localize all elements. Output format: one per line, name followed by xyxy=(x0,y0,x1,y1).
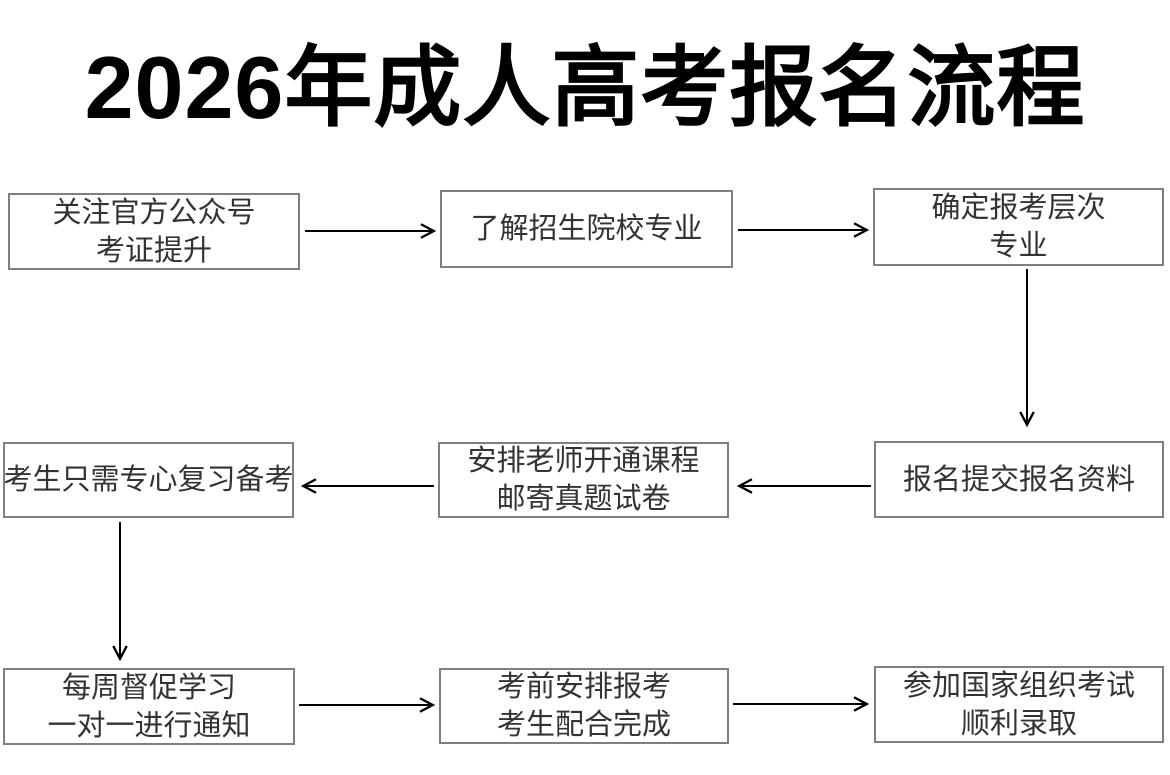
flow-step-label: 关注官方公众号 xyxy=(52,196,256,229)
flow-step-label: 顺利录取 xyxy=(960,707,1077,740)
flow-step-submit-materials: 报名提交报名资料 xyxy=(874,441,1164,518)
flow-step-label: 报名提交报名资料 xyxy=(902,463,1135,496)
flow-step-label: 考前安排报考 xyxy=(496,671,671,703)
flow-step-label: 一对一进行通知 xyxy=(47,709,251,742)
flow-step-label: 考生配合完成 xyxy=(496,709,671,741)
flow-step-label: 安排老师开通课程 xyxy=(467,445,700,477)
flow-step-learn-schools-majors: 了解招生院校专业 xyxy=(440,190,733,268)
flow-step-take-exam-admission: 参加国家组织考试 顺利录取 xyxy=(874,666,1164,743)
flow-step-follow-official-account: 关注官方公众号 考证提升 xyxy=(8,193,300,270)
flow-step-open-course-mail-papers: 安排老师开通课程 邮寄真题试卷 xyxy=(438,442,729,518)
flow-step-focus-on-review: 考生只需专心复习备考 xyxy=(3,442,294,518)
flow-step-label: 邮寄真题试卷 xyxy=(496,483,671,515)
flow-step-label: 考生只需专心复习备考 xyxy=(3,464,294,496)
flow-step-pre-exam-arrangement: 考前安排报考 考生配合完成 xyxy=(439,668,729,744)
flow-step-label: 确定报考层次 xyxy=(931,192,1106,224)
flow-step-label: 考证提升 xyxy=(95,234,212,267)
flow-step-weekly-supervision: 每周督促学习 一对一进行通知 xyxy=(3,668,295,745)
flow-step-label: 参加国家组织考试 xyxy=(902,669,1135,702)
flow-step-confirm-level-major: 确定报考层次 专业 xyxy=(873,188,1164,266)
flow-step-label: 专业 xyxy=(989,230,1048,262)
page-title: 2026年成人高考报名流程 xyxy=(84,38,1086,137)
flow-step-label: 了解招生院校专业 xyxy=(470,213,703,245)
flow-step-label: 每周督促学习 xyxy=(61,671,236,704)
